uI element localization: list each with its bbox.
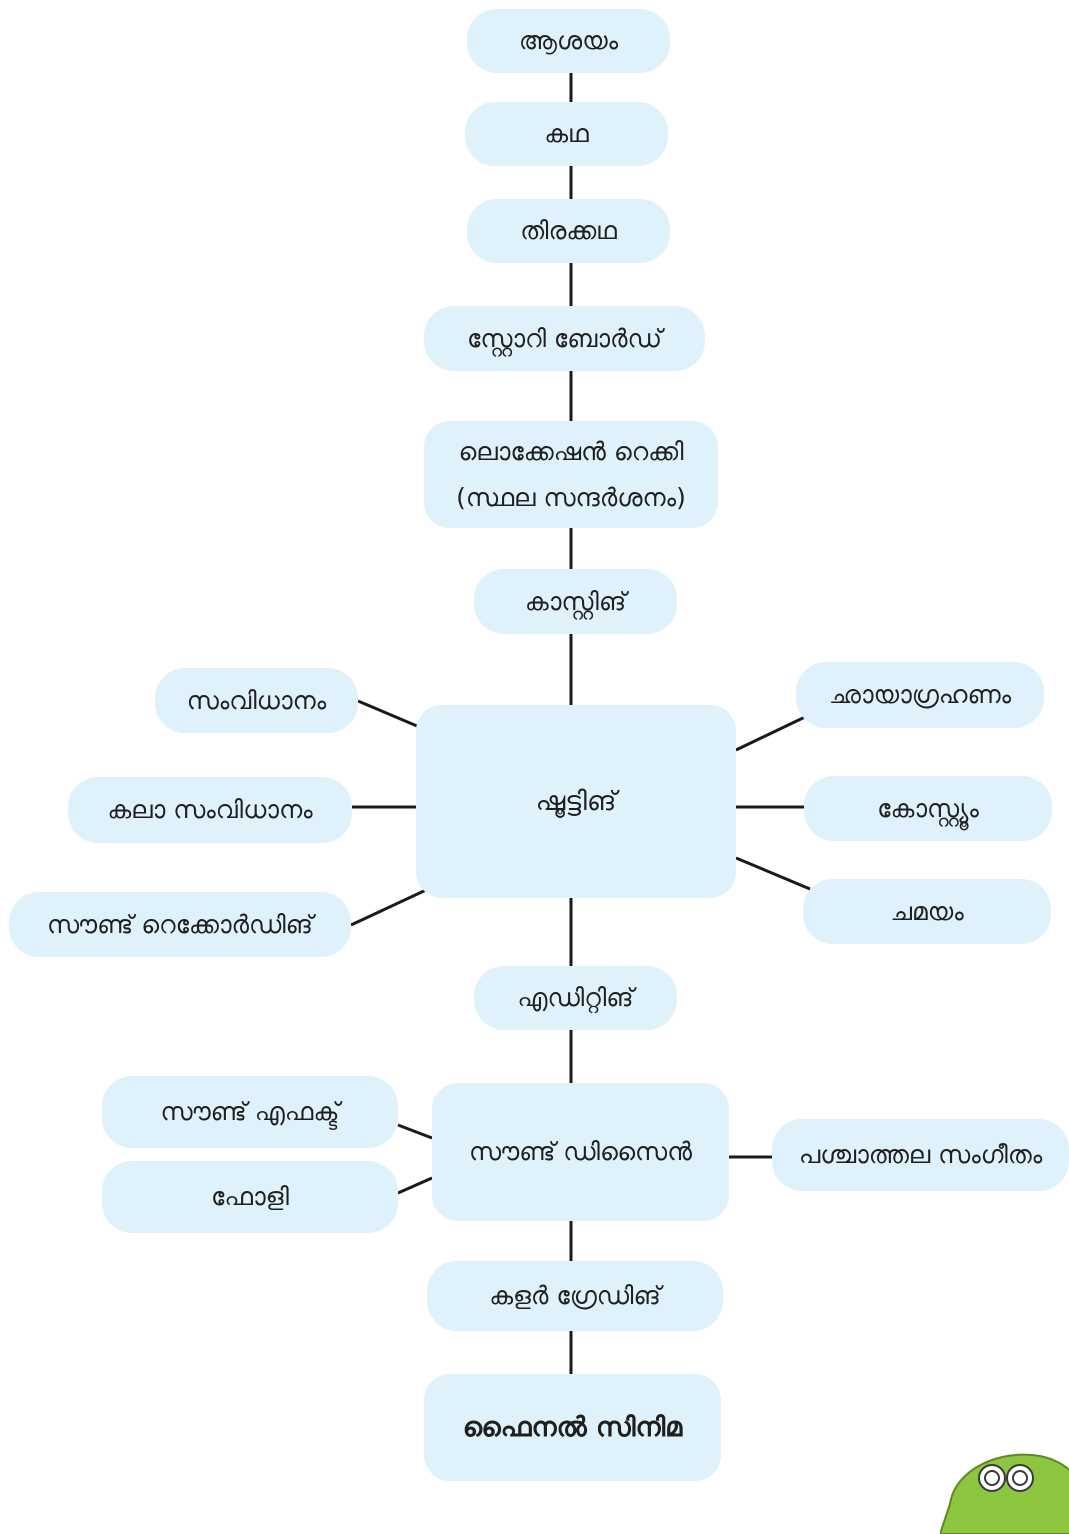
connector-sound-design-sound-effects — [397, 1123, 433, 1140]
node-sound-effects: സൗണ്ട് എഫക്ട് — [102, 1076, 398, 1148]
connector-shooting-direction — [357, 699, 418, 728]
node-color-grading: കളർ ഗ്രേഡിങ് — [427, 1261, 723, 1331]
node-editing: എഡിറ്റിങ് — [474, 966, 677, 1030]
node-cinematography: ഛായാഗ്രഹണം — [796, 662, 1044, 728]
node-background-music: പശ്ചാത്തല സംഗീതം — [772, 1119, 1069, 1191]
connector-lines — [350, 73, 811, 1374]
node-story: കഥ — [465, 102, 668, 166]
node-costume: കോസ്റ്റ്യൂം — [804, 776, 1052, 841]
decorative-creature-icon — [940, 1453, 1069, 1534]
node-sound-design: സൗണ്ട് ഡിസൈൻ — [432, 1083, 729, 1221]
film-production-flowchart: ആശയം കഥ തിരക്കഥ സ്റ്റോറി ബോർഡ് ലൊക്കേഷൻ … — [9, 9, 1069, 1534]
node-shooting: ഷൂട്ടിങ് — [416, 705, 736, 898]
node-sound-recording: സൗണ്ട് റെക്കോർഡിങ് — [9, 892, 351, 957]
connector-sound-design-foley — [397, 1176, 433, 1195]
node-art-direction: കലാ സംവിധാനം — [68, 777, 352, 843]
node-final-cinema: ഫൈനൽ സിനിമ — [424, 1374, 721, 1481]
node-location-recce-line2: (സ്ഥല സന്ദർശനം) — [456, 482, 686, 512]
connector-shooting-sound-recording — [350, 888, 427, 927]
node-direction: സംവിധാനം — [155, 668, 358, 733]
connector-shooting-makeup — [735, 856, 811, 891]
node-screenplay: തിരക്കഥ — [467, 199, 670, 263]
node-storyboard: സ്റ്റോറി ബോർഡ് — [424, 306, 705, 371]
connector-shooting-cinematography — [735, 715, 806, 752]
node-makeup: ചമയം — [803, 879, 1051, 944]
node-location-recce: ലൊക്കേഷൻ റെക്കി (സ്ഥല സന്ദർശനം) — [424, 421, 718, 528]
node-foley: ഫോളി — [102, 1161, 398, 1233]
node-location-recce-line1: ലൊക്കേഷൻ റെക്കി — [458, 436, 684, 466]
node-casting: കാസ്റ്റിങ് — [474, 569, 677, 634]
node-theme: ആശയം — [467, 9, 670, 73]
